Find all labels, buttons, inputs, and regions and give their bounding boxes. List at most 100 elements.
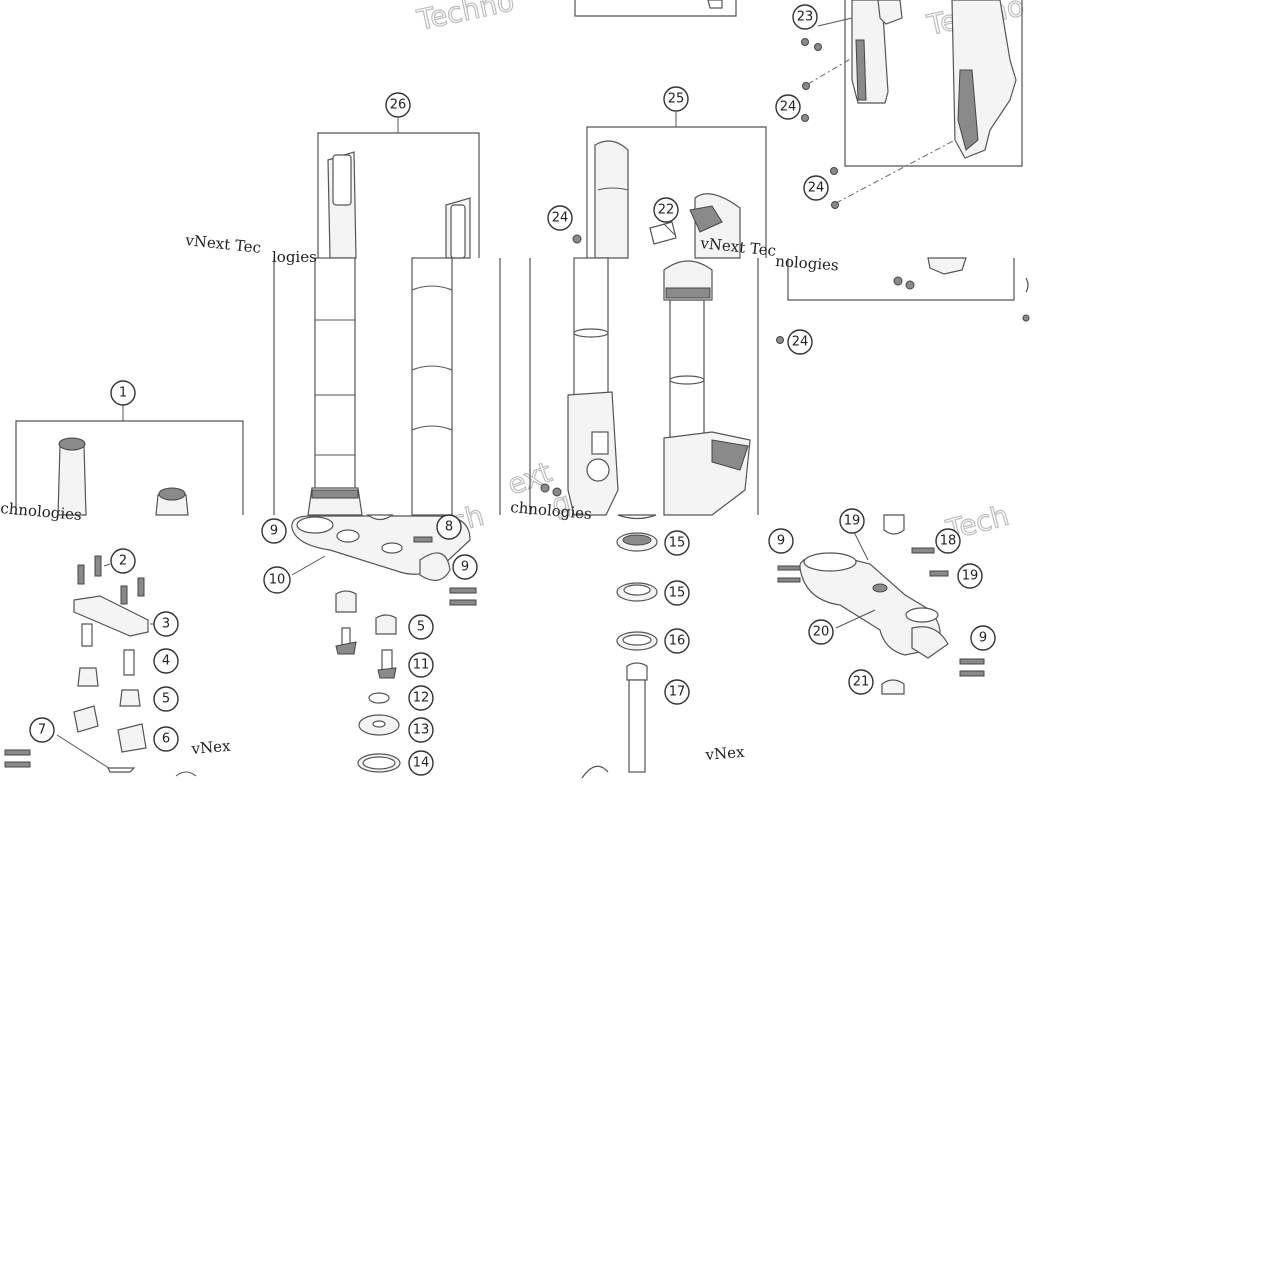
callout-24: 24: [547, 205, 573, 231]
svg-text:13: 13: [413, 723, 430, 738]
svg-text:15: 15: [669, 536, 686, 551]
callout-4: 4: [153, 648, 179, 674]
text-watermarks: vNext Tec logies vNext Tec nologies chno…: [0, 231, 839, 764]
watermark-text: vNext Tec: [184, 231, 262, 257]
callout-5: 5: [408, 614, 434, 640]
callout-15: 15: [664, 580, 690, 606]
bolt: [572, 234, 582, 244]
top-fragment: [574, 0, 737, 17]
svg-text:19: 19: [844, 514, 861, 529]
callout-19: 19: [957, 563, 983, 589]
bolt: [552, 487, 562, 497]
callout-14: 14: [408, 750, 434, 776]
svg-text:20: 20: [813, 625, 830, 640]
callout-20: 20: [808, 619, 834, 645]
svg-text:9: 9: [270, 524, 278, 539]
callout-16: 16: [664, 628, 690, 654]
fork-protector-set-26: [317, 118, 480, 259]
svg-text:24: 24: [808, 181, 825, 196]
svg-text:4: 4: [162, 654, 170, 669]
callout-9: 9: [970, 625, 996, 651]
watermark-text: Techno: [414, 0, 517, 37]
svg-text:11: 11: [413, 658, 430, 673]
callout-9: 9: [452, 554, 478, 580]
svg-text:16: 16: [669, 634, 686, 649]
svg-text:9: 9: [461, 560, 469, 575]
svg-text:10: 10: [269, 573, 286, 588]
svg-text:18: 18: [940, 534, 957, 549]
callout-15: 15: [664, 530, 690, 556]
fork-legs-right: [529, 257, 759, 516]
watermark-text: logies: [272, 248, 317, 266]
watermark-text: nologies: [775, 252, 840, 274]
callout-24: 24: [775, 94, 801, 120]
callout-9: 9: [261, 518, 287, 544]
callout-17: 17: [664, 679, 690, 705]
svg-text:26: 26: [390, 98, 407, 113]
svg-text:3: 3: [162, 617, 170, 632]
callout-11: 11: [408, 652, 434, 678]
callout-24: 24: [787, 329, 813, 355]
callout-13: 13: [408, 717, 434, 743]
upper-triple-clamp: [291, 514, 477, 773]
callout-24: 24: [803, 175, 829, 201]
callout-12: 12: [408, 685, 434, 711]
watermark-text: vNex: [704, 743, 746, 764]
bolt: [801, 114, 809, 122]
svg-text:5: 5: [162, 692, 170, 707]
svg-text:6: 6: [162, 732, 170, 747]
svg-text:19: 19: [962, 569, 979, 584]
callout-18: 18: [935, 528, 961, 554]
bolt: [1022, 314, 1030, 322]
svg-text:2: 2: [119, 554, 127, 569]
fork-legs-left: [273, 257, 501, 516]
svg-text:17: 17: [669, 685, 686, 700]
callout-5: 5: [153, 686, 179, 712]
fork-protector-set-25: [572, 112, 767, 259]
lower-triple-clamp: [777, 514, 985, 695]
svg-text:23: 23: [797, 10, 814, 25]
callout-10: 10: [263, 566, 291, 594]
callout-9: 9: [768, 528, 794, 554]
svg-text:24: 24: [780, 100, 797, 115]
callouts: 1 2 3 4 5 6 7 8 9 9 9 9 10 5 11 12 13 14…: [29, 4, 996, 776]
svg-text:22: 22: [658, 203, 675, 218]
fork-clamp-group-right: [776, 257, 1030, 344]
bolt: [802, 82, 810, 90]
svg-text:1: 1: [119, 386, 127, 401]
callout-22: 22: [653, 197, 679, 223]
callout-7: 7: [29, 717, 55, 743]
callout-1: 1: [110, 380, 136, 406]
callout-23: 23: [792, 4, 818, 30]
bolt: [540, 483, 550, 493]
svg-text:21: 21: [853, 675, 870, 690]
svg-text:14: 14: [413, 756, 430, 771]
steering-stem-bearings: [581, 514, 658, 779]
bolt: [831, 201, 839, 209]
bolt: [893, 276, 903, 286]
watermark-text: vNex: [190, 737, 232, 758]
handlebar-clamp-group: [4, 555, 197, 777]
bolt: [776, 336, 784, 344]
svg-text:15: 15: [669, 586, 686, 601]
svg-text:5: 5: [417, 620, 425, 635]
fork-protector-group-top-right: [801, 0, 1023, 209]
svg-text:24: 24: [792, 335, 809, 350]
bolt: [830, 167, 838, 175]
callout-25: 25: [663, 86, 689, 112]
callout-21: 21: [848, 669, 874, 695]
svg-text:9: 9: [777, 534, 785, 549]
svg-text:25: 25: [668, 92, 685, 107]
svg-text:7: 7: [38, 723, 46, 738]
bolt: [905, 280, 915, 290]
callout-26: 26: [385, 92, 411, 118]
svg-text:8: 8: [445, 520, 453, 535]
svg-text:9: 9: [979, 631, 987, 646]
callout-2: 2: [110, 548, 136, 574]
bolt: [801, 38, 822, 51]
svg-text:12: 12: [413, 691, 430, 706]
svg-text:24: 24: [552, 211, 569, 226]
fork-cap-set-1: [15, 405, 244, 516]
callout-3: 3: [153, 611, 179, 637]
